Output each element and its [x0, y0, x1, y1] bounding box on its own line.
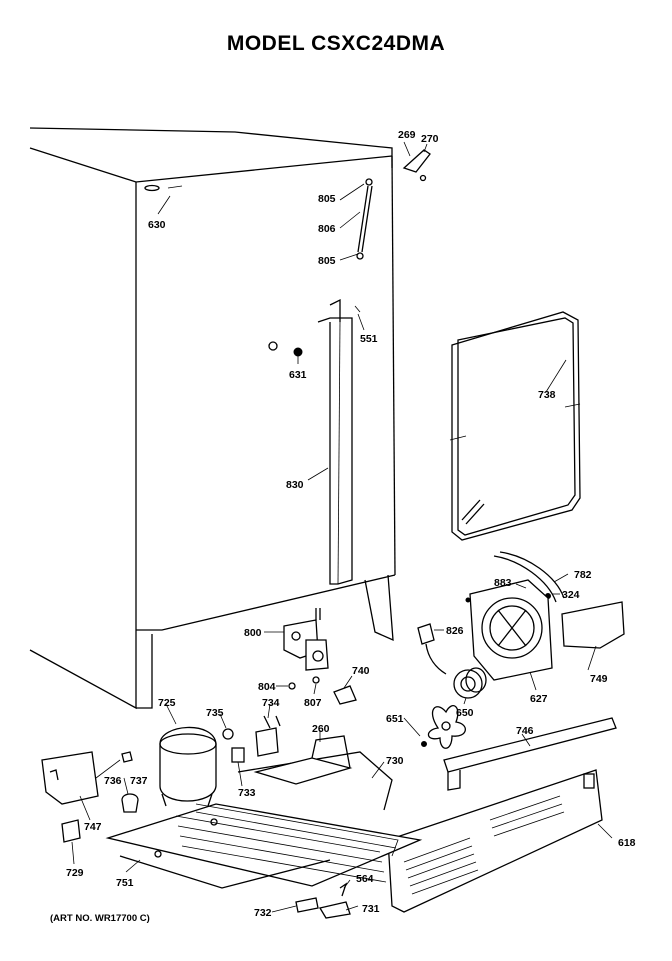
- callout-324: 324: [562, 589, 580, 601]
- callout-805-top: 805: [318, 193, 336, 205]
- callout-800: 800: [244, 627, 262, 639]
- callout-651: 651: [386, 713, 404, 725]
- part-826-clip: [417, 623, 447, 675]
- callout-804: 804: [258, 681, 276, 693]
- part-731: [318, 901, 351, 919]
- part-627-fan-housing: [465, 579, 553, 681]
- callout-806: 806: [318, 223, 336, 235]
- callout-269: 269: [398, 129, 416, 141]
- part-738-gasket: [449, 311, 581, 541]
- callout-730: 730: [386, 755, 404, 767]
- callout-736: 736: [104, 775, 122, 787]
- callout-627: 627: [530, 693, 548, 705]
- callout-735: 735: [206, 707, 224, 719]
- part-269-270-hinge: [402, 149, 431, 182]
- part-736: [121, 751, 133, 763]
- callout-551: 551: [360, 333, 378, 345]
- callout-805-bottom: 805: [318, 255, 336, 267]
- part-260-tray: [253, 735, 353, 785]
- callout-618: 618: [618, 837, 636, 849]
- callout-733: 733: [238, 787, 256, 799]
- part-747-bracket: [41, 751, 99, 805]
- part-737: [121, 793, 139, 813]
- part-725-compressor: [159, 726, 217, 807]
- callout-807: 807: [304, 697, 322, 709]
- callout-737: 737: [130, 775, 148, 787]
- part-746-strip: [443, 717, 617, 791]
- callout-631: 631: [289, 369, 307, 381]
- callout-751: 751: [116, 877, 134, 889]
- callout-725: 725: [158, 697, 176, 709]
- art-number: (ART NO. WR17700 C): [50, 913, 150, 924]
- part-733: [231, 747, 245, 763]
- callout-731: 731: [362, 903, 380, 915]
- part-806-tube: [354, 178, 373, 313]
- part-734-relay: [255, 715, 281, 757]
- part-807: [312, 676, 320, 684]
- callout-732: 732: [254, 907, 272, 919]
- callout-734: 734: [262, 697, 280, 709]
- part-800-valve: [283, 608, 329, 671]
- callout-650: 650: [456, 707, 474, 719]
- callout-740: 740: [352, 665, 370, 677]
- callout-749: 749: [590, 673, 608, 685]
- part-729: [61, 819, 81, 843]
- callout-630: 630: [148, 219, 166, 231]
- part-564: [339, 882, 348, 897]
- part-740-bracket: [333, 685, 357, 705]
- callout-labels: 269 270 805 806 805 630 551 631 738 830 …: [66, 129, 636, 919]
- callout-738: 738: [538, 389, 556, 401]
- diagram-title: MODEL CSXC24DMA: [226, 32, 446, 55]
- callout-883: 883: [494, 577, 512, 589]
- part-749-cover: [561, 601, 625, 649]
- part-732: [295, 897, 319, 913]
- callout-270: 270: [421, 133, 439, 145]
- callout-564: 564: [356, 873, 374, 885]
- part-618-grille: [387, 769, 603, 913]
- leader-lines: [71, 141, 613, 913]
- part-730-condenser: [105, 751, 423, 889]
- part-651-fan-blade: [421, 705, 466, 749]
- callout-747: 747: [84, 821, 102, 833]
- part-735: [222, 728, 234, 740]
- callout-260: 260: [312, 723, 330, 735]
- callout-826: 826: [446, 625, 464, 637]
- part-650-fan-motor: [453, 667, 487, 699]
- callout-729: 729: [66, 867, 84, 879]
- callout-746: 746: [516, 725, 534, 737]
- callout-782: 782: [574, 569, 592, 581]
- callout-830: 830: [286, 479, 304, 491]
- cabinet: [29, 127, 396, 710]
- part-804: [288, 682, 296, 690]
